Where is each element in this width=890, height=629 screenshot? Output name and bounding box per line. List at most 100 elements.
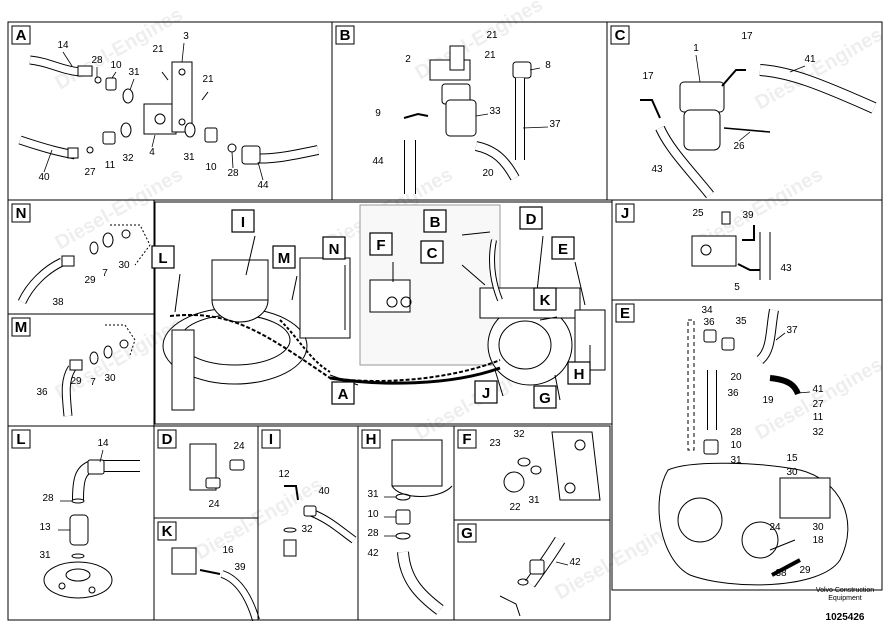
- part-number-label: 19: [762, 395, 774, 406]
- part-number-label: 37: [786, 325, 798, 336]
- part-number-label: 2: [405, 54, 411, 65]
- part-number-label: 9: [375, 108, 381, 119]
- section-tag-g: G: [461, 525, 473, 542]
- part-number-label: 16: [222, 545, 234, 556]
- drawing-b: [403, 45, 532, 194]
- part-number-label: 38: [52, 297, 64, 308]
- part-number-label: 3: [183, 31, 189, 42]
- drawing-j: [691, 211, 771, 280]
- part-number-label: 43: [651, 164, 663, 175]
- section-tag-box: [157, 521, 177, 541]
- part-number-label: 31: [183, 152, 195, 163]
- callout-h: H: [574, 366, 585, 383]
- part-number-label: 21: [202, 74, 214, 85]
- section-tag-c: C: [615, 27, 626, 44]
- part-number-label: 28: [227, 168, 239, 179]
- part-number-label: 17: [741, 31, 753, 42]
- part-number-label: 30: [812, 522, 824, 533]
- part-number-label: 36: [703, 317, 715, 328]
- callout-box-b: [423, 209, 447, 233]
- part-number-label: 18: [812, 535, 824, 546]
- watermark-text: Diesel-Engines: [52, 314, 187, 405]
- part-number-label: 39: [742, 210, 754, 221]
- part-number-label: 1: [693, 43, 699, 54]
- callout-box-a: [331, 381, 355, 405]
- section-tag-box: [361, 429, 381, 449]
- section-tag-h: H: [366, 431, 377, 448]
- drawing-m: [61, 324, 136, 417]
- part-number-label: 28: [730, 427, 742, 438]
- panel-frame-g: [453, 519, 611, 621]
- part-number-label: 24: [769, 522, 781, 533]
- part-number-label: 34: [701, 305, 713, 316]
- footer-company: Volvo Construction Equipment: [810, 587, 880, 603]
- section-tag-i: I: [269, 431, 273, 448]
- callout-g: G: [539, 390, 551, 407]
- section-tag-f: F: [462, 431, 471, 448]
- part-number-label: 42: [569, 557, 581, 568]
- part-number-label: 21: [484, 50, 496, 61]
- part-number-label: 11: [105, 160, 116, 171]
- callout-box-j: [474, 380, 498, 404]
- part-number-label: 28: [42, 493, 54, 504]
- part-number-label: 20: [730, 372, 742, 383]
- part-drawings: [17, 42, 877, 622]
- callout-j: J: [482, 385, 490, 402]
- part-number-label: 12: [278, 469, 290, 480]
- part-number-label: 31: [528, 495, 540, 506]
- section-tag-d: D: [162, 431, 173, 448]
- part-number-label: 39: [234, 562, 246, 573]
- part-number-label: 14: [57, 40, 69, 51]
- section-tag-a: A: [16, 27, 27, 44]
- callout-box-i: [231, 209, 255, 233]
- part-number-label: 29: [70, 376, 82, 387]
- part-number-label: 30: [104, 373, 116, 384]
- section-tag-box: [610, 25, 630, 45]
- callout-box-m: [272, 245, 296, 269]
- part-number-label: 33: [489, 106, 501, 117]
- part-number-label: 7: [90, 377, 96, 388]
- part-number-label: 5: [734, 282, 740, 293]
- drawing-d: [189, 443, 245, 491]
- part-number-label: 27: [812, 399, 824, 410]
- drawing-h: [391, 439, 453, 615]
- callout-box-d: [519, 206, 543, 230]
- part-number-label: 32: [513, 429, 525, 440]
- callout-box-f: [369, 232, 393, 256]
- section-tag-n: N: [16, 205, 27, 222]
- part-number-label: 28: [367, 528, 379, 539]
- part-number-label: 21: [152, 44, 164, 55]
- part-number-label: 4: [149, 147, 155, 158]
- part-number-label: 40: [38, 172, 50, 183]
- callout-box-g: [533, 385, 557, 409]
- part-number-label: 31: [39, 550, 51, 561]
- footer-drawing-code: 1025426: [825, 612, 865, 623]
- callout-n: N: [329, 241, 340, 258]
- watermark-text: Diesel-Engines: [52, 4, 187, 95]
- part-number-label: 38: [775, 568, 787, 579]
- callout-e: E: [558, 241, 568, 258]
- part-number-label: 43: [780, 263, 792, 274]
- section-tag-box: [11, 429, 31, 449]
- part-number-label: 30: [118, 260, 130, 271]
- part-number-label: 32: [812, 427, 824, 438]
- part-number-label: 15: [786, 453, 798, 464]
- part-number-label: 24: [208, 499, 220, 510]
- section-tag-e: E: [620, 305, 630, 322]
- section-tag-l: L: [16, 431, 25, 448]
- part-number-label: 36: [727, 388, 739, 399]
- drawing-l: [43, 459, 140, 599]
- part-number-label: 36: [36, 387, 48, 398]
- drawing-f: [503, 431, 601, 501]
- callout-f: F: [376, 237, 385, 254]
- callout-box-l: [151, 245, 175, 269]
- watermark-text: Diesel-Engines: [52, 164, 187, 255]
- part-number-label: 22: [509, 502, 521, 513]
- part-number-label: 27: [84, 167, 96, 178]
- part-number-label: 35: [735, 316, 747, 327]
- part-number-label: 21: [486, 30, 498, 41]
- drawing-k: [171, 547, 260, 622]
